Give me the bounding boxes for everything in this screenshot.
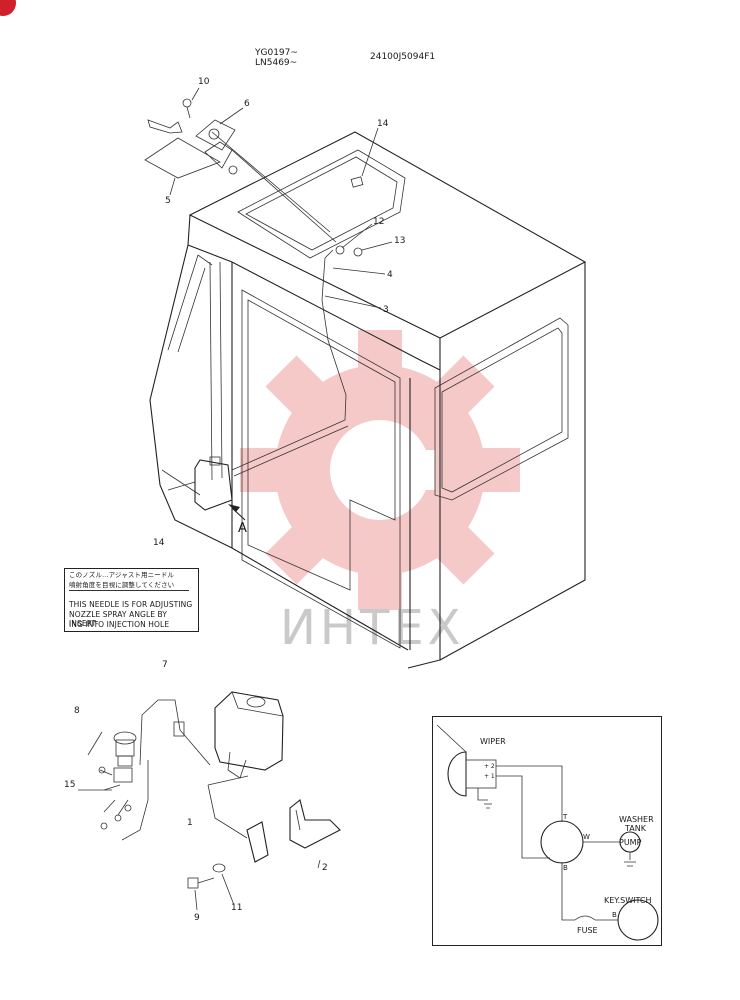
serial-range-2: LN5469~ — [255, 58, 298, 68]
callout-2: 2 — [322, 863, 328, 873]
schematic-pump: PUMP — [619, 838, 642, 847]
schematic-key-switch: KEY.SWITCH — [604, 896, 652, 905]
callout-6: 6 — [244, 99, 250, 109]
schematic-fuse: FUSE — [577, 926, 598, 935]
caution-label: このノズル…アジャスト用ニードル 噴射角度を目視に調整してください THIS N… — [64, 568, 199, 632]
caution-jp-line-2: 噴射角度を目視に調整してください — [69, 581, 189, 591]
callout-12: 12 — [373, 217, 385, 227]
callout-11: 11 — [231, 903, 243, 913]
drawing-number: 24100J5094F1 — [370, 52, 436, 62]
schematic-wiper: WIPER — [480, 737, 506, 746]
schematic-wiper-terminal-1: + 2 — [484, 763, 495, 770]
callout-5: 5 — [165, 196, 171, 206]
callout-9: 9 — [194, 913, 200, 923]
callout-8: 8 — [74, 706, 80, 716]
callout-1: 1 — [187, 818, 193, 828]
corner-badge — [0, 0, 16, 16]
serial-range-1: YG0197~ — [255, 48, 298, 58]
schematic-terminal-t: T — [563, 813, 568, 821]
schematic-key-terminal-b: B — [612, 911, 617, 919]
caution-en-line-2: NOZZLE SPRAY ANGLE BY INSERT- — [69, 610, 168, 628]
callout-14-top: 14 — [377, 119, 389, 129]
schematic-terminal-b: B — [563, 864, 568, 872]
callout-10: 10 — [198, 77, 210, 87]
caution-en-line-1: THIS NEEDLE IS FOR ADJUSTING — [69, 600, 193, 609]
schematic-tank: TANK — [625, 824, 646, 833]
schematic-washer: WASHER — [619, 815, 654, 824]
caution-jp-line-1: このノズル…アジャスト用ニードル — [69, 571, 175, 579]
callout-4: 4 — [387, 270, 393, 280]
callout-14-label: 14 — [153, 538, 165, 548]
caution-en-line-3: ING INTO INJECTION HOLE — [69, 620, 170, 629]
callout-7: 7 — [162, 660, 168, 670]
schematic-terminal-w: W — [583, 833, 590, 841]
schematic-wiper-terminal-2: + 1 — [484, 773, 495, 780]
wiring-schematic — [432, 716, 662, 946]
view-marker-a: A — [238, 521, 247, 536]
callout-3: 3 — [383, 305, 389, 315]
callout-15: 15 — [64, 780, 76, 790]
callout-13: 13 — [394, 236, 406, 246]
